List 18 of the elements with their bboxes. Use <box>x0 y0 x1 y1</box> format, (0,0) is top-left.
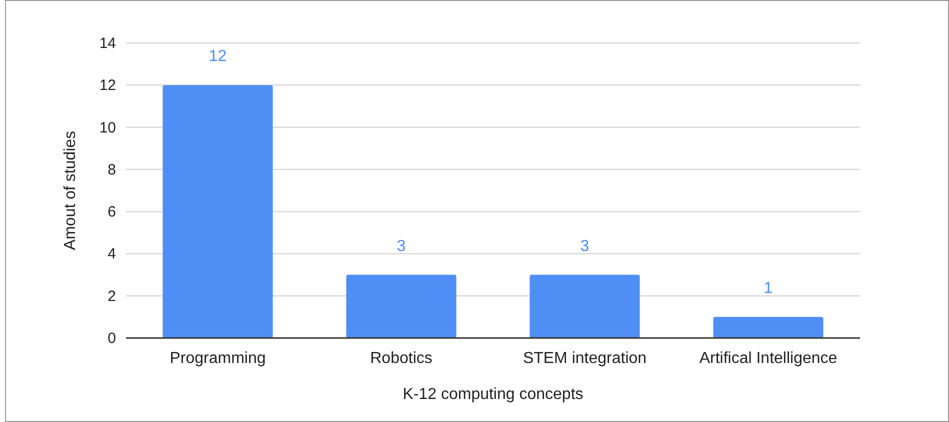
axis-tick-label: 0 <box>108 330 116 347</box>
axis-tick-label: 12 <box>99 77 116 94</box>
axis-title: Amout of studies <box>62 130 79 250</box>
data-label: 12 <box>208 48 227 66</box>
category-label: Programming <box>170 350 266 367</box>
data-label: 3 <box>580 238 590 255</box>
axis-tick-label: 2 <box>108 288 116 305</box>
category-label: Robotics <box>370 350 432 367</box>
axis-tick-label: 4 <box>108 246 116 263</box>
axis-tick-label: 14 <box>99 35 116 52</box>
axis-title: K-12 computing concepts <box>402 386 584 403</box>
axis-tick-label: 6 <box>108 204 116 221</box>
category-label: STEM integration <box>522 350 647 367</box>
data-label: 1 <box>764 280 773 297</box>
axis-tick-label: 10 <box>99 119 116 136</box>
data-label: 3 <box>396 238 406 255</box>
axis-tick-label: 8 <box>108 161 116 178</box>
category-label: Artifical Intelligence <box>699 350 838 367</box>
